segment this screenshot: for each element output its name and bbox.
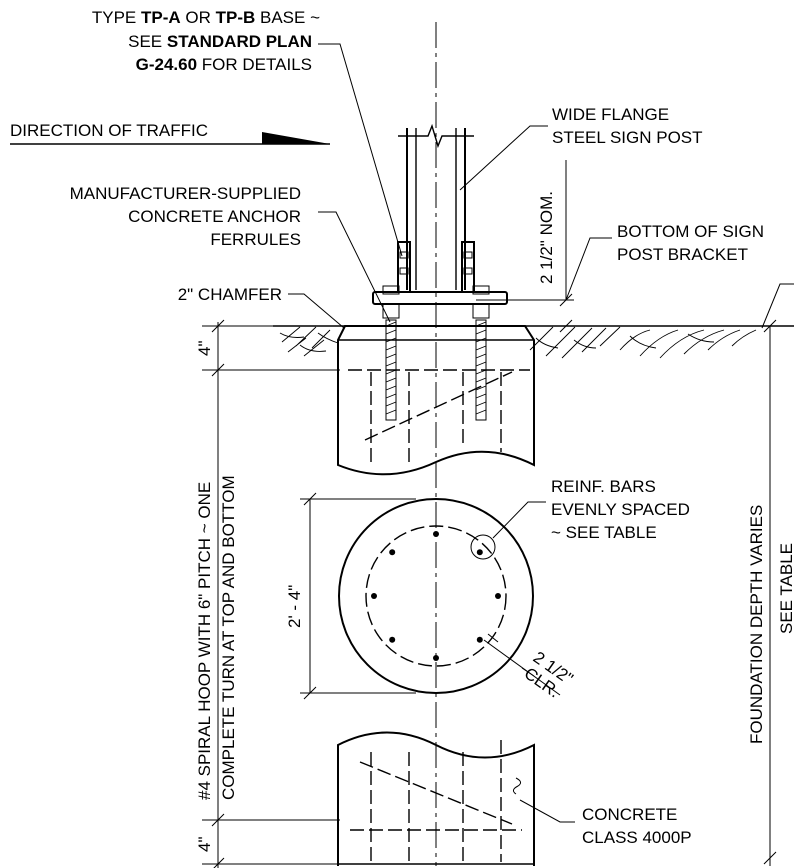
foundation-outline-circle bbox=[338, 498, 534, 694]
bracket-label-line1: BOTTOM OF SIGN bbox=[617, 222, 764, 241]
ferrule-label-line1: MANUFACTURER-SUPPLIED bbox=[70, 184, 301, 203]
base-note-line1: TYPE TP-A OR TP-B BASE ~ bbox=[92, 8, 320, 27]
reinf-label-line1: REINF. BARS bbox=[551, 477, 656, 496]
reinforcement-bar bbox=[495, 593, 501, 599]
post-label-line1: WIDE FLANGE bbox=[552, 105, 669, 124]
anchor-ferrules bbox=[385, 319, 487, 421]
ferrule-label-line2: CONCRETE ANCHOR bbox=[128, 207, 301, 226]
ferrule-label-line3: FERRULES bbox=[210, 230, 301, 249]
dimension-nominal bbox=[476, 160, 574, 333]
traffic-arrow bbox=[10, 132, 330, 145]
reinforcement-bar bbox=[371, 593, 377, 599]
leader-lines bbox=[288, 43, 794, 823]
top-4in-label: 4" bbox=[195, 341, 214, 357]
base-plate-assembly bbox=[372, 123, 508, 319]
spiral-label-line1: #4 SPIRAL HOOP WITH 6" PITCH ~ ONE bbox=[195, 482, 214, 800]
spiral-hoop-circle bbox=[365, 525, 507, 667]
dimension-diameter bbox=[300, 492, 416, 700]
base-note-line3: G-24.60 FOR DETAILS bbox=[136, 55, 312, 74]
bottom-4in-label: 4" bbox=[195, 837, 214, 853]
reinf-label-line3: ~ SEE TABLE bbox=[551, 523, 657, 542]
dimension-top-4in bbox=[202, 319, 340, 377]
post-label-line2: STEEL SIGN POST bbox=[552, 128, 703, 147]
diameter-label: 2' - 4" bbox=[285, 585, 304, 628]
dimension-bottom-4in bbox=[202, 813, 340, 868]
reinforcement-bars bbox=[371, 531, 501, 661]
foundation-cross-section bbox=[338, 498, 561, 696]
traffic-label: DIRECTION OF TRAFFIC bbox=[10, 121, 208, 140]
reinforcement-bar bbox=[389, 549, 396, 556]
base-note-line2: SEE STANDARD PLAN bbox=[128, 32, 312, 51]
chamfer-label: 2" CHAMFER bbox=[178, 285, 282, 304]
reinforcement-bar bbox=[476, 549, 483, 556]
depth-label-line1: FOUNDATION DEPTH VARIES bbox=[747, 505, 766, 744]
nominal-dimension-label: 2 1/2" NOM. bbox=[537, 191, 556, 284]
dimension-foundation-depth bbox=[763, 319, 777, 866]
reinf-label-line2: EVENLY SPACED bbox=[551, 500, 690, 519]
reinforcement-bar bbox=[389, 636, 396, 643]
reinforcement-bar bbox=[476, 636, 483, 643]
bracket-label-line2: POST BRACKET bbox=[617, 245, 748, 264]
foundation-bottom-section bbox=[337, 731, 535, 866]
depth-label-line2: SEE TABLE bbox=[777, 543, 794, 634]
spiral-label-line2: COMPLETE TURN AT TOP AND BOTTOM bbox=[219, 475, 238, 800]
foundation-top-section bbox=[337, 325, 535, 476]
reinforcement-bar bbox=[433, 531, 439, 537]
concrete-label-line2: CLASS 4000P bbox=[582, 828, 692, 847]
reinforcement-bar bbox=[433, 655, 439, 661]
concrete-label-line1: CONCRETE bbox=[582, 805, 677, 824]
